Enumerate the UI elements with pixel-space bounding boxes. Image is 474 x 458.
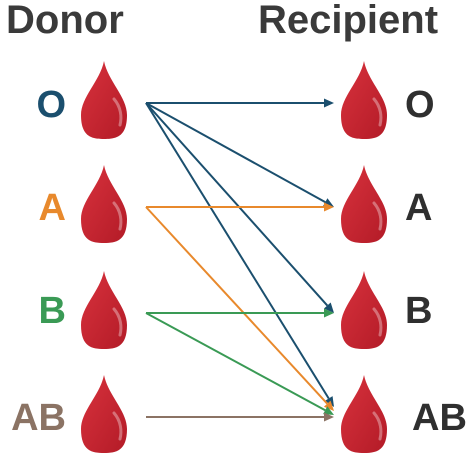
- recipient-label-b: B: [405, 290, 433, 332]
- arrow-o-to-b: [145, 102, 334, 313]
- donor-drop-o-icon: [81, 61, 127, 139]
- donor-label-ab: AB: [11, 397, 66, 439]
- donor-heading: Donor: [6, 0, 124, 42]
- recipient-label-ab: AB: [412, 397, 467, 439]
- arrow-o-to-ab: [145, 102, 334, 407]
- arrow-b-to-b: [146, 308, 334, 318]
- arrow-a-to-a: [146, 202, 334, 212]
- donor-drop-a-icon: [81, 165, 127, 243]
- arrow-a-to-ab: [145, 206, 334, 411]
- recipient-drop-a-icon: [341, 165, 387, 243]
- donor-label-a: A: [38, 187, 66, 229]
- donor-label-b: B: [38, 290, 66, 332]
- arrow-o-to-a: [145, 102, 334, 207]
- arrow-ab-to-ab: [146, 412, 334, 422]
- recipient-label-a: A: [405, 187, 433, 229]
- recipient-heading: Recipient: [258, 0, 439, 42]
- recipient-drop-o-icon: [341, 61, 387, 139]
- donor-drop-ab-icon: [81, 375, 127, 453]
- donor-drop-b-icon: [81, 271, 127, 349]
- recipient-label-o: O: [405, 84, 435, 126]
- arrow-o-to-o: [146, 98, 334, 108]
- donor-label-o: O: [36, 84, 66, 126]
- recipient-drop-b-icon: [341, 271, 387, 349]
- arrow-b-to-ab: [145, 312, 334, 415]
- recipient-drop-ab-icon: [341, 375, 387, 453]
